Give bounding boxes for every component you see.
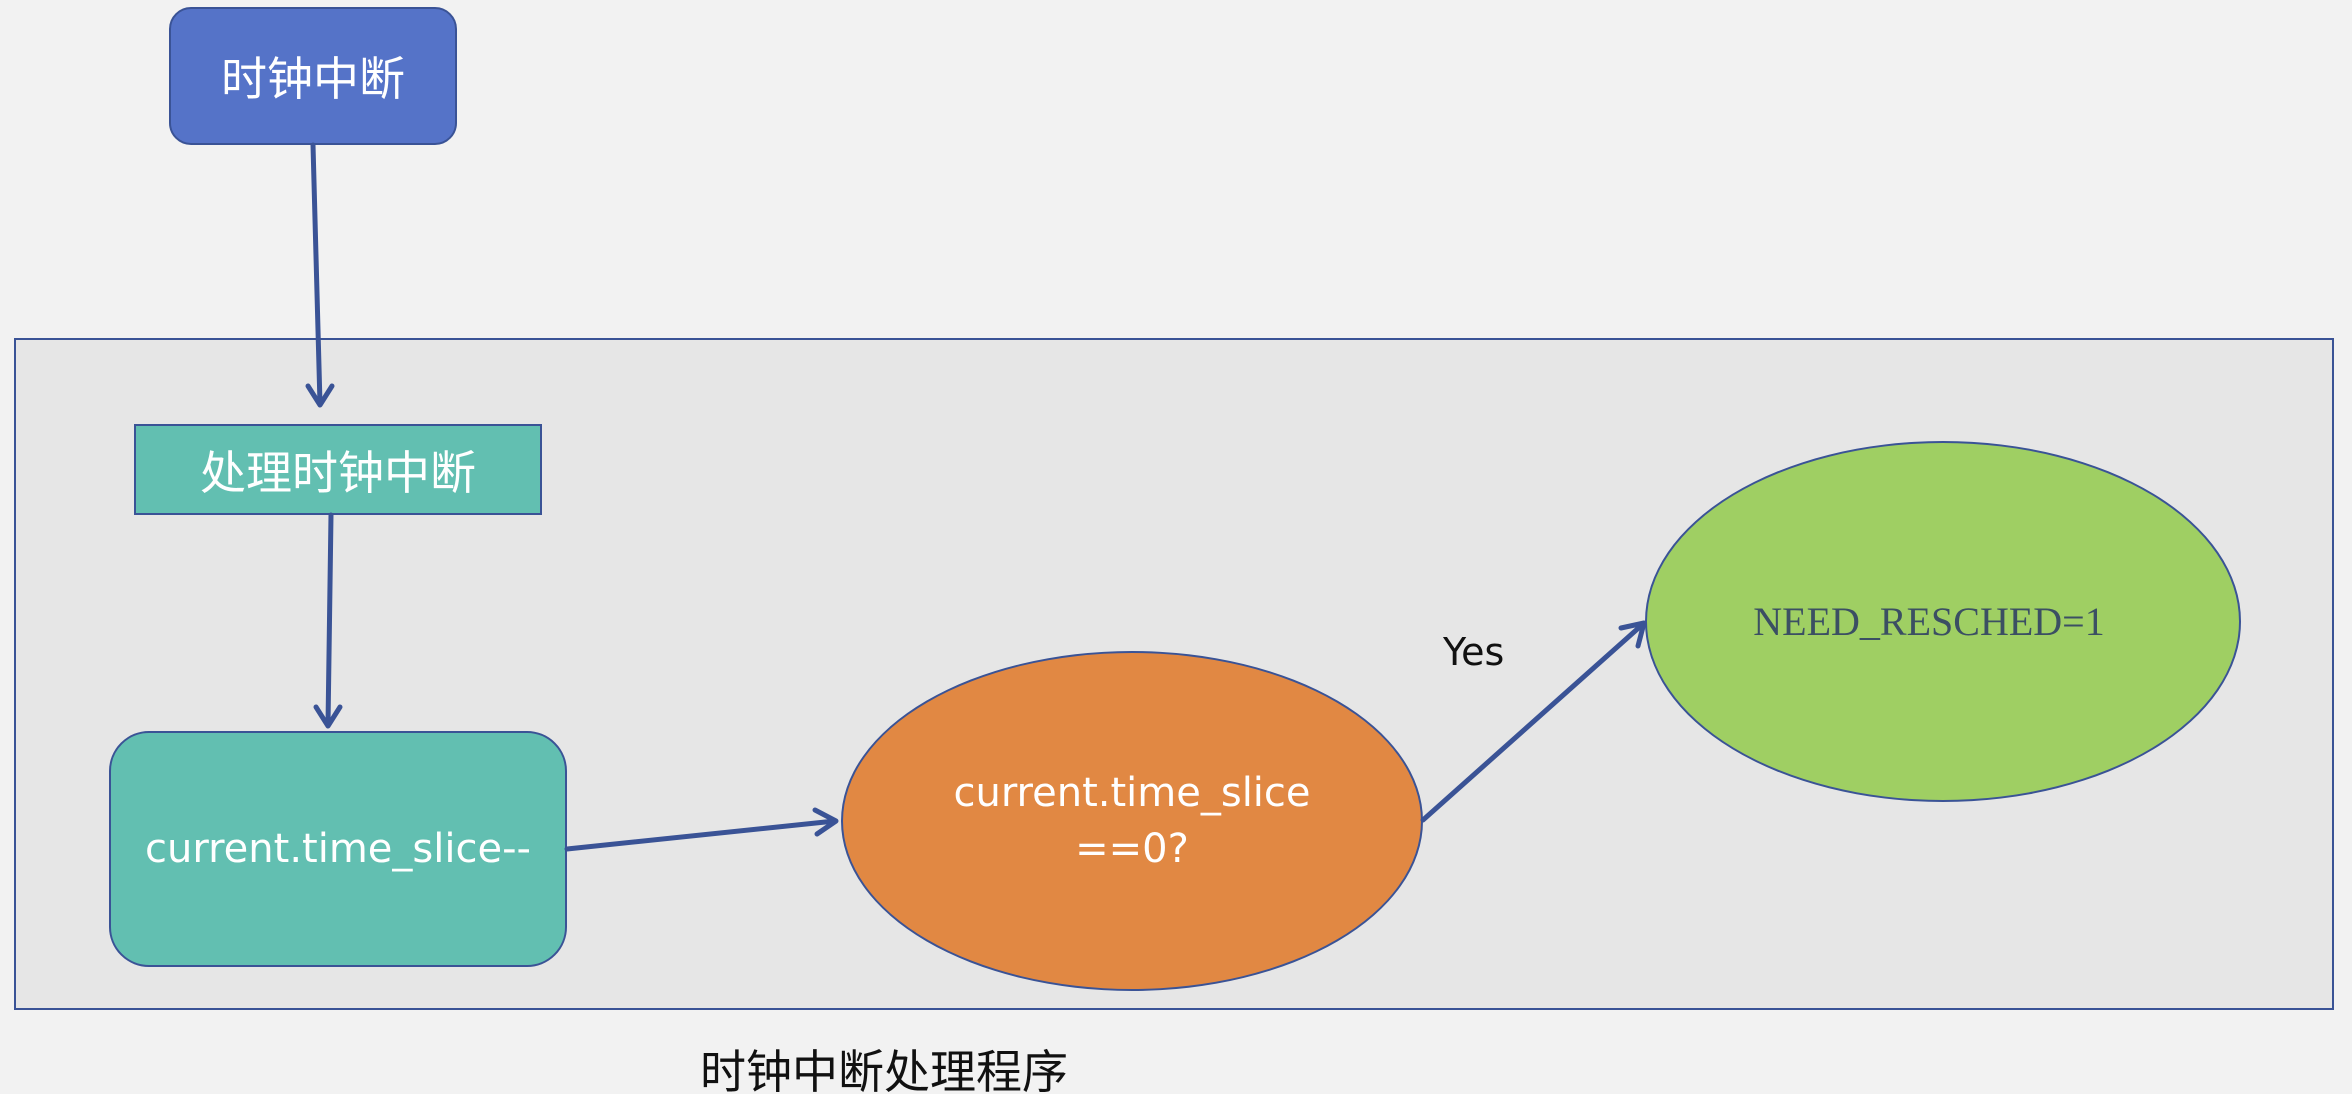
time-slice-check-line1: current.time_slice <box>953 770 1311 816</box>
handle-interrupt-label: 处理时钟中断 <box>200 445 476 500</box>
yes-edge-label: Yes <box>1443 630 1505 674</box>
time-slice-check-line2: ==0? <box>1075 826 1189 872</box>
decrement-time-slice-node: current.time_slice-- <box>109 731 567 967</box>
handle-interrupt-node: 处理时钟中断 <box>134 424 542 515</box>
clock-interrupt-label: 时钟中断 <box>221 52 405 106</box>
decrement-time-slice-label: current.time_slice-- <box>145 826 531 872</box>
diagram-caption: 时钟中断处理程序 <box>700 1045 1068 1094</box>
time-slice-check-node: current.time_slice ==0? <box>841 651 1423 991</box>
clock-interrupt-node: 时钟中断 <box>169 7 457 145</box>
need-resched-label: NEED_RESCHED=1 <box>1753 599 2105 644</box>
need-resched-node: NEED_RESCHED=1 <box>1645 441 2241 802</box>
